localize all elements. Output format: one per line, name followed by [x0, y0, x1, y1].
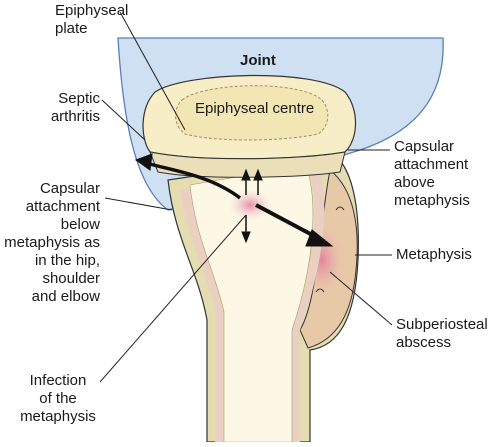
label-line: metaphysis — [394, 192, 470, 209]
label-line: metaphysis — [20, 408, 96, 425]
label-line: Subperiosteal — [396, 316, 488, 333]
label-line: shoulder — [42, 270, 100, 287]
label-line: plate — [55, 20, 88, 37]
bone-medulla — [189, 164, 314, 443]
label-line: Epiphyseal — [55, 2, 129, 19]
label-capsular-above: Capsular attachment above metaphysis — [394, 138, 470, 210]
label-line: Septic — [58, 90, 100, 107]
label-metaphysis: Metaphysis — [396, 246, 472, 263]
label-line: above — [394, 174, 435, 191]
label-capsular-below: Capsular attachment below metaphysis as … — [0, 180, 100, 306]
periosteum-left — [180, 188, 225, 442]
label-line: attachment — [394, 156, 469, 173]
label-epiphyseal-plate: Epiphyseal plate — [55, 2, 128, 38]
label-epiphyseal-centre: Epiphyseal centre — [195, 100, 315, 117]
label-infection: Infection of the metaphysis — [20, 372, 96, 426]
abscess-marks — [315, 206, 345, 293]
spread-arrows — [134, 153, 334, 247]
label-line: below — [60, 216, 100, 233]
label-line: attachment — [25, 198, 100, 215]
label-line: Infection — [29, 372, 87, 389]
label-line: Capsular — [39, 180, 100, 197]
label-line: and elbow — [31, 288, 100, 305]
label-joint: Joint — [240, 52, 276, 69]
label-septic-arthritis: Septic arthritis — [40, 90, 100, 126]
label-line: in the hip, — [34, 252, 100, 269]
epiphyseal-plate — [149, 151, 346, 178]
label-line: Capsular — [394, 138, 455, 155]
label-subperiosteal-abscess: Subperiosteal abscess — [396, 316, 488, 352]
label-line: of the — [39, 390, 77, 407]
epiphyseal-centre-outline — [175, 85, 329, 141]
label-line: metaphysis as — [4, 234, 100, 251]
leader-lines — [99, 11, 393, 383]
label-line: abscess — [396, 334, 452, 351]
label-line: arthritis — [50, 108, 100, 125]
